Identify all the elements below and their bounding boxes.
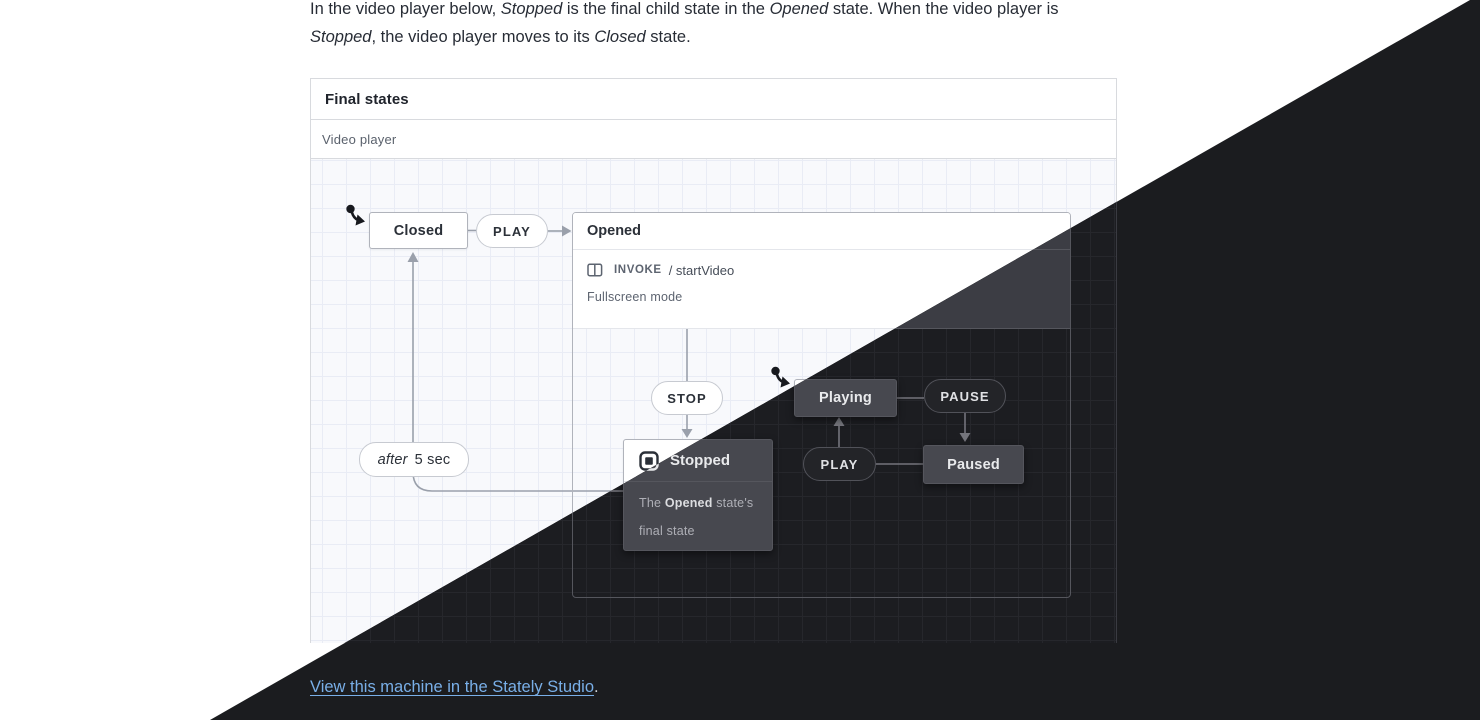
stately-studio-link[interactable]: View this machine in the Stately Studio (310, 678, 595, 696)
description-line: final state (639, 524, 695, 538)
invoke-source: / startVideo (668, 262, 735, 278)
invoke-keyword: INVOKE (614, 264, 662, 276)
after-delay: 5 sec (414, 451, 451, 468)
state-playing[interactable]: Playing (794, 379, 897, 417)
invoke-icon (587, 262, 603, 278)
state-description: Fullscreen mode (587, 290, 683, 304)
after-keyword: after (377, 451, 408, 468)
event-label: PLAY (820, 456, 859, 472)
machine-name: Video player (322, 131, 397, 147)
state-label: Closed (393, 222, 444, 239)
link-suffix: . (594, 678, 599, 696)
event-label: PLAY (493, 223, 531, 239)
card-title-row: Final states (311, 79, 1116, 120)
state-closed[interactable]: Closed (369, 212, 468, 249)
state-label: Playing (819, 390, 872, 406)
event-stop[interactable]: STOP (651, 381, 723, 415)
event-play-bottom[interactable]: PLAY (803, 447, 876, 481)
state-label: Stopped (670, 452, 730, 469)
final-state-icon (639, 450, 659, 471)
event-label: STOP (667, 390, 707, 406)
intro-paragraph: In the video player below, Stopped is th… (310, 0, 1059, 46)
event-label: PAUSE (940, 388, 990, 404)
event-pause[interactable]: PAUSE (924, 379, 1006, 413)
event-play-top[interactable]: PLAY (476, 214, 548, 248)
initial-state-arrow-icon (344, 204, 368, 233)
final-state-description: The Opened state's final state (624, 482, 772, 545)
card-title: Final states (325, 90, 409, 108)
state-paused[interactable]: Paused (923, 445, 1024, 484)
state-label: Paused (947, 456, 1000, 473)
initial-state-arrow-icon (769, 366, 793, 395)
description-line: The Opened state's (639, 496, 754, 510)
state-label: Opened (573, 213, 1070, 250)
footer-line: View this machine in the Stately Studio. (310, 678, 599, 697)
delayed-transition-after-5sec[interactable]: after 5 sec (359, 442, 469, 477)
invoke-row: INVOKE / startVideo (573, 262, 1070, 278)
machine-name-row: Video player (311, 120, 1116, 159)
